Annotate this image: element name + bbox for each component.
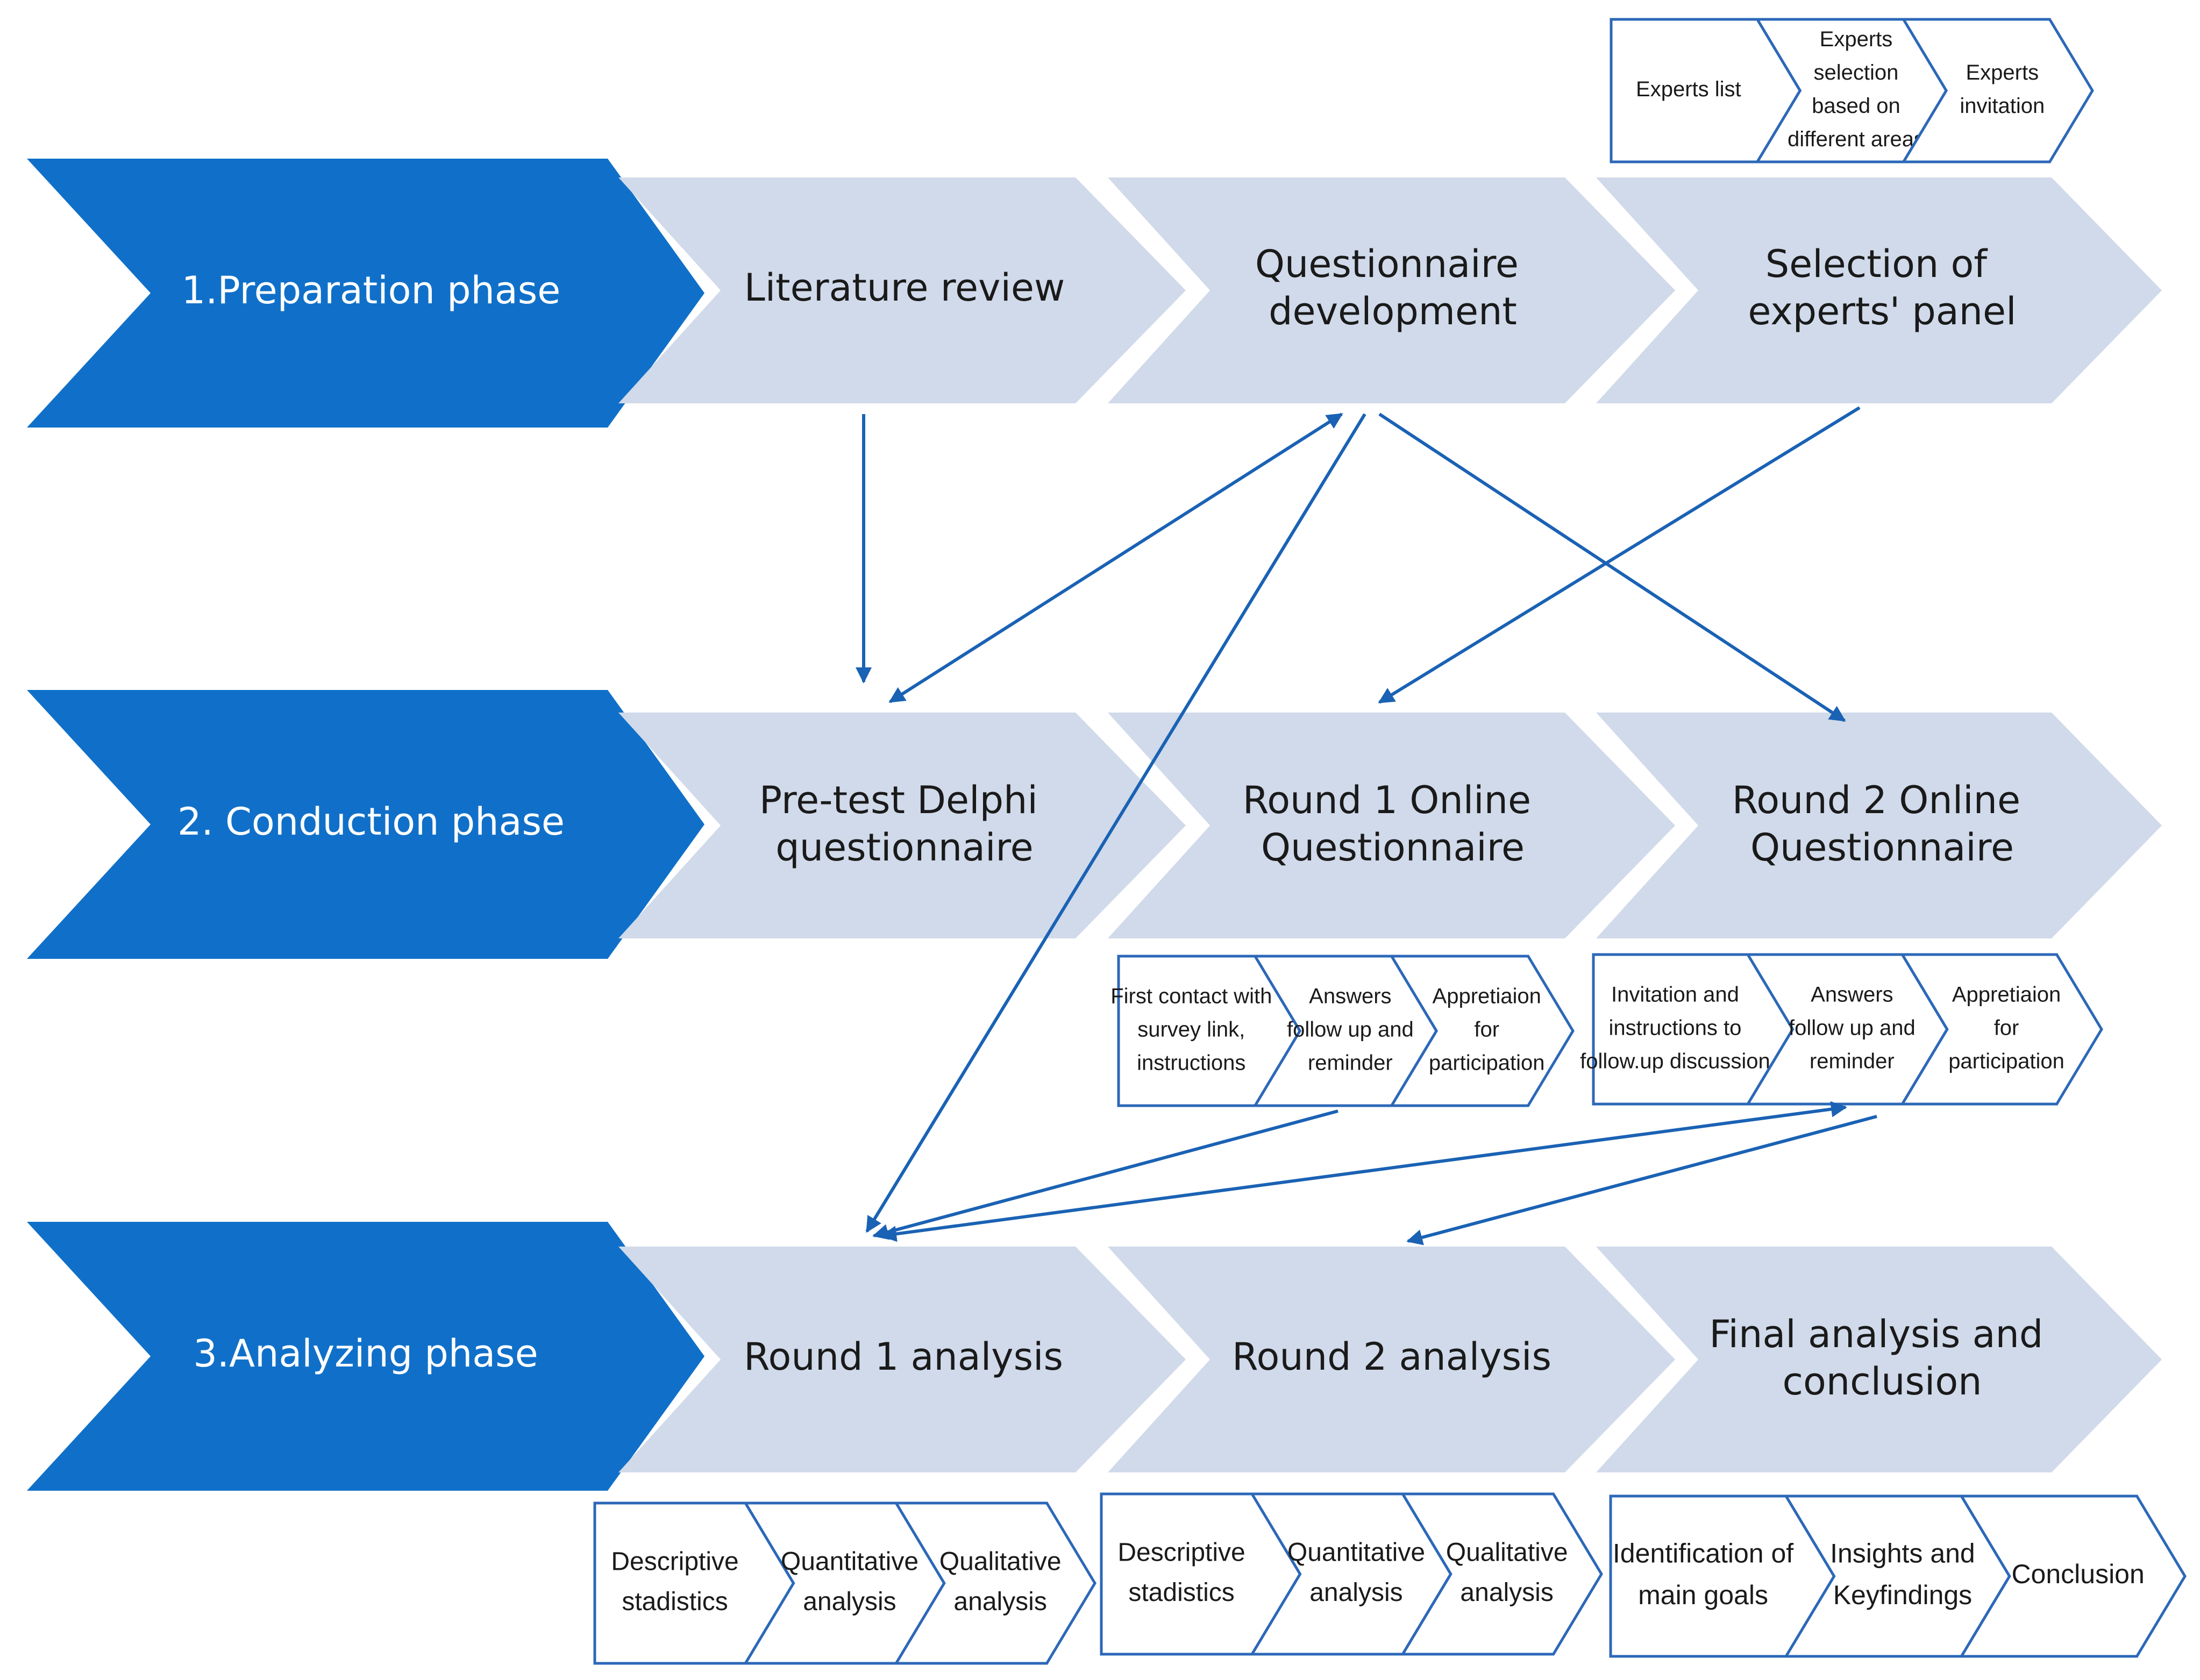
connectors <box>856 406 1877 1245</box>
phase-preparation-label: 1.Preparation phase <box>182 268 561 312</box>
step-final-analysis: Final analysis and conclusion <box>1596 1247 2162 1472</box>
substep-shape <box>1899 953 2103 1106</box>
round2-analysis-label: Round 2 analysis <box>1232 1335 1551 1379</box>
substep-shape <box>893 1501 1097 1665</box>
literature-review-label: Literature review <box>744 266 1065 310</box>
phase-analyzing: 3.Analyzing phase <box>27 1222 704 1491</box>
step-round1-online: Round 1 Online Questionnaire <box>1108 713 1675 938</box>
final-analysis-label: Final analysis and conclusion <box>1709 1312 2055 1404</box>
connector-questionnaire-to-round1-analysis <box>865 413 1366 1233</box>
phase-conduction-label: 2. Conduction phase <box>177 800 565 844</box>
round1-online-label: Round 1 Online Questionnaire <box>1243 778 1543 870</box>
questionnaire-development-label: Questionnaire development <box>1255 242 1530 333</box>
phase-conduction: 2. Conduction phase <box>27 690 704 959</box>
round2-online-label: Round 2 Online Questionnaire <box>1732 778 2033 870</box>
pretest-label: Pre-test Delphi questionnaire <box>759 778 1050 870</box>
connector-panel-to-round1-online <box>1378 406 1861 704</box>
phase-preparation: 1.Preparation phase <box>27 159 704 428</box>
connector-questionnaire-to-round2-online <box>1378 412 1846 722</box>
step-questionnaire-development: Questionnaire development <box>1108 177 1675 403</box>
connector-round1-online-to-round1-analysis <box>872 1109 1338 1240</box>
connector-pretest-to-questionnaire <box>888 412 1343 703</box>
substep-label: Conclusion <box>2011 1559 2144 1589</box>
step-round2-analysis: Round 2 analysis <box>1108 1247 1675 1472</box>
step-selection-experts-panel: Selection of experts' panel <box>1596 177 2162 403</box>
step-literature-review: Literature review <box>618 177 1186 403</box>
connector-round1-analysis-to-round2-online <box>880 1101 1847 1242</box>
phase-analyzing-label: 3.Analyzing phase <box>193 1332 538 1376</box>
connector-round2-online-to-round2-analysis <box>1406 1115 1877 1245</box>
selection-panel-label: Selection of experts' panel <box>1748 242 2016 333</box>
substep-shape <box>1959 1494 2187 1658</box>
substep-shape <box>1400 1492 1603 1656</box>
step-round1-analysis: Round 1 analysis <box>618 1247 1186 1472</box>
substep-shape <box>1901 18 2094 163</box>
round1-analysis-label: Round 1 analysis <box>744 1335 1063 1379</box>
step-round2-online: Round 2 Online Questionnaire <box>1596 713 2162 938</box>
step-pretest-delphi: Pre-test Delphi questionnaire <box>618 713 1186 938</box>
substep-label: Experts list <box>1636 77 1741 101</box>
